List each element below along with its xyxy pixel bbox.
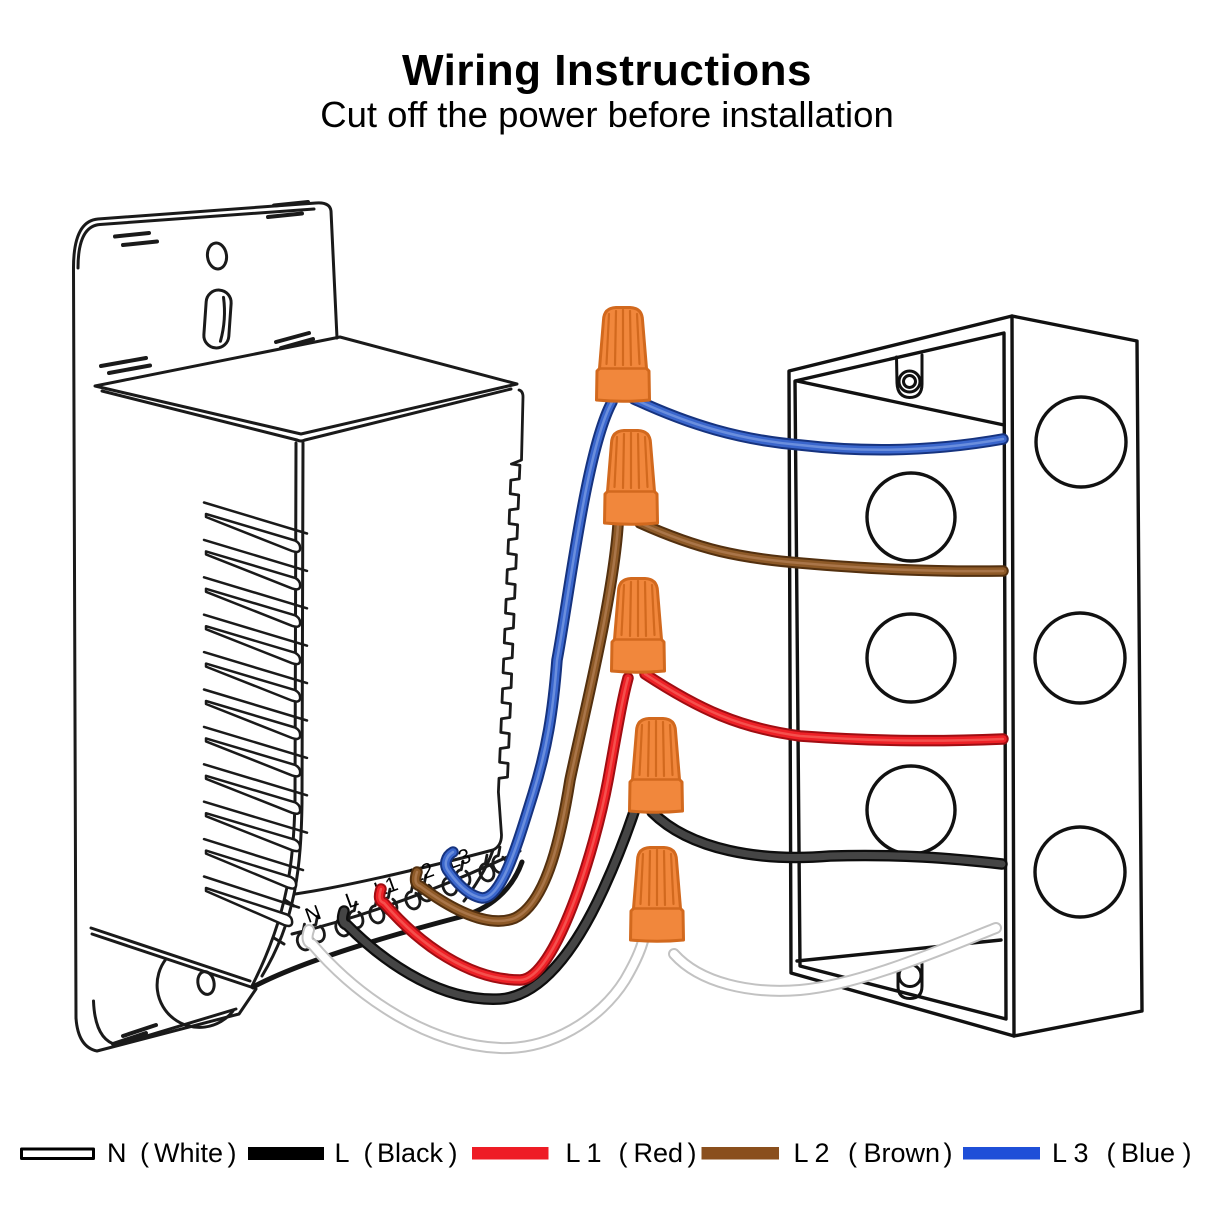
svg-text:2: 2 — [815, 1138, 830, 1168]
svg-text:White: White — [154, 1138, 223, 1168]
svg-text:N: N — [107, 1138, 127, 1168]
svg-text:1: 1 — [587, 1138, 602, 1168]
svg-text:L: L — [566, 1138, 581, 1168]
svg-text:L: L — [335, 1138, 350, 1168]
svg-text:N: N — [302, 901, 324, 928]
svg-text:(: ( — [364, 1138, 373, 1168]
svg-text:(: ( — [140, 1138, 149, 1168]
svg-text:L: L — [1052, 1138, 1067, 1168]
svg-text:3: 3 — [1074, 1138, 1089, 1168]
svg-text:): ) — [944, 1138, 953, 1168]
svg-text:): ) — [449, 1138, 458, 1168]
svg-text:(: ( — [1107, 1138, 1116, 1168]
svg-text:Black: Black — [377, 1138, 444, 1168]
svg-text:Brown: Brown — [864, 1138, 941, 1168]
svg-text:(: ( — [619, 1138, 628, 1168]
svg-text:): ) — [688, 1138, 697, 1168]
svg-text:): ) — [228, 1138, 237, 1168]
svg-text:L: L — [794, 1138, 809, 1168]
svg-text:Red: Red — [634, 1138, 684, 1168]
svg-text:): ) — [1183, 1138, 1192, 1168]
svg-text:(: ( — [848, 1138, 857, 1168]
svg-text:Blue: Blue — [1121, 1138, 1175, 1168]
